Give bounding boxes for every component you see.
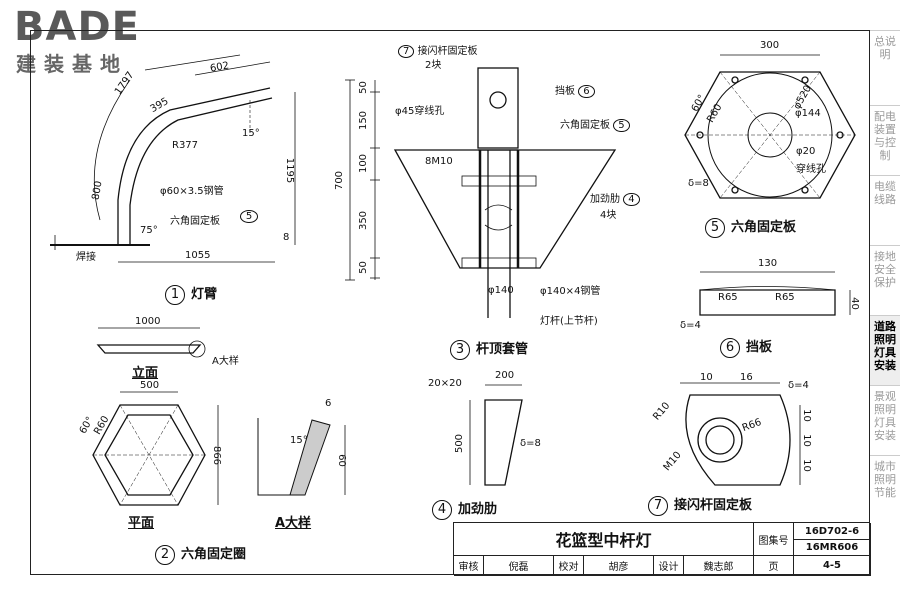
sleeve-ref-7: 7 接闪杆固定板 — [398, 42, 478, 58]
arm-pipe-spec: φ60×3.5钢管 — [160, 186, 224, 197]
design-label: 设计 — [654, 556, 684, 576]
tab-grounding[interactable]: 接地安全保护 — [870, 245, 900, 315]
sleeve-4-pieces: 4块 — [600, 210, 617, 221]
ring-dim-500: 500 — [140, 380, 160, 391]
ring-dim-6: 6 — [325, 398, 332, 409]
plate7-dim-10-a: 10 — [800, 409, 812, 422]
logo-brand: BADE — [14, 4, 140, 50]
review-name: 倪磊 — [484, 556, 554, 576]
sleeve-dim-50-bottom: 50 — [357, 261, 369, 274]
sleeve-dim-50-top: 50 — [357, 81, 369, 94]
sleeve-baffle: 挡板 6 — [555, 82, 595, 98]
rib-thickness: δ=8 — [520, 438, 541, 449]
ring-elevation-label: 立面 — [132, 366, 159, 381]
logo-subtitle: 建装基地 — [16, 52, 128, 76]
plate5-dim-144: φ144 — [795, 108, 821, 119]
page-label: 页 — [754, 556, 794, 576]
arm-hex-plate-label: 六角固定板 — [170, 216, 220, 227]
arm-ref-5: 5 — [240, 210, 258, 223]
atlas-number: 16D702-6 — [794, 523, 871, 540]
ring-dim-1000: 1000 — [135, 316, 161, 327]
plate6-dim-130: 130 — [758, 258, 778, 269]
tab-general[interactable]: 总说明 — [870, 30, 900, 105]
sleeve-dim-350: 350 — [358, 210, 370, 231]
ring-dim-15deg: 15° — [290, 435, 308, 446]
plate7-dim-10-c: 10 — [800, 459, 812, 472]
review-label: 审核 — [454, 556, 484, 576]
plate7-dim-16: 16 — [740, 372, 753, 383]
sleeve-dim-100: 100 — [358, 153, 370, 174]
sleeve-cable-hole: φ45穿线孔 — [395, 106, 445, 117]
plate7-dim-10: 10 — [700, 372, 713, 383]
rib-dim-500: 500 — [454, 433, 466, 454]
plate7-dim-10-b: 10 — [800, 434, 812, 447]
plate7-thickness: δ=4 — [788, 380, 809, 391]
arm-weld-label: 焊接 — [76, 252, 96, 263]
ring-detail-label: A大样 — [275, 516, 312, 531]
chapter-tab-strip: 总说明 配电装置与控制 电缆线路 接地安全保护 道路照明灯具安装 景观照明灯具安… — [870, 30, 900, 575]
drawing-title: 花篮型中杆灯 — [454, 523, 754, 556]
brand-logo: BADE 建装基地 — [8, 4, 158, 76]
plate6-dim-40: 40 — [848, 297, 860, 310]
tab-energy-saving[interactable]: 城市照明节能 — [870, 455, 900, 535]
plate6-thickness: δ=4 — [680, 320, 701, 331]
arm-dim-75deg: 75° — [140, 225, 158, 236]
title-block: 花篮型中杆灯 图集号 16D702-6 16MR606 审核 倪磊 校对 胡彦 … — [453, 522, 871, 576]
tab-road-lighting[interactable]: 道路照明灯具安装 — [870, 315, 900, 385]
sleeve-dia: φ140 — [488, 285, 514, 296]
ring-plan-label: 平面 — [128, 516, 155, 531]
arm-dim-8: 8 — [283, 232, 290, 243]
sleeve-dim-700: 700 — [334, 170, 346, 191]
atlas-label: 图集号 — [754, 523, 794, 556]
sleeve-bolts: 8M10 — [425, 156, 453, 167]
ring-dim-866: 866 — [211, 445, 223, 466]
sleeve-rib: 加劲肋 4 — [590, 190, 640, 206]
ring-detail-ref: A大样 — [212, 356, 239, 367]
ring-dim-60: 60 — [335, 454, 347, 467]
plate6-dim-r65-left: R65 — [718, 292, 738, 303]
tab-landscape-lighting[interactable]: 景观照明灯具安装 — [870, 385, 900, 455]
arm-inner-line — [129, 97, 273, 245]
page-number: 4-5 — [794, 556, 871, 576]
plate5-dim-300: 300 — [760, 40, 780, 51]
arm-outer-line — [117, 87, 271, 245]
check-label: 校对 — [554, 556, 584, 576]
sleeve-2-pieces: 2块 — [425, 60, 442, 71]
sleeve-dim-150: 150 — [358, 110, 370, 131]
plate6-dim-r65-right: R65 — [775, 292, 795, 303]
sleeve-pipe-spec: φ140×4钢管 — [540, 286, 601, 297]
plate5-dim-20: φ20 — [796, 146, 816, 157]
arm-dim-15deg: 15° — [242, 128, 260, 139]
plate5-cable-hole: 穿线孔 — [796, 164, 826, 175]
arm-dim-1195: 1195 — [284, 157, 296, 184]
atlas-number-2: 16MR606 — [794, 539, 871, 556]
plate5-thickness: δ=8 — [688, 178, 709, 189]
check-name: 胡彦 — [584, 556, 654, 576]
design-name: 魏志郎 — [684, 556, 754, 576]
tab-cable[interactable]: 电缆线路 — [870, 175, 900, 245]
arm-dim-r377: R377 — [172, 140, 199, 151]
rib-dim-20x20: 20×20 — [428, 378, 462, 389]
rib-dim-200: 200 — [495, 370, 515, 381]
arm-dim-1055: 1055 — [185, 250, 211, 261]
sleeve-hex-plate: 六角固定板 5 — [560, 116, 630, 132]
sleeve-pole-label: 灯杆(上节杆) — [540, 316, 598, 327]
tab-distribution[interactable]: 配电装置与控制 — [870, 105, 900, 175]
drawing-sheet — [30, 30, 870, 575]
